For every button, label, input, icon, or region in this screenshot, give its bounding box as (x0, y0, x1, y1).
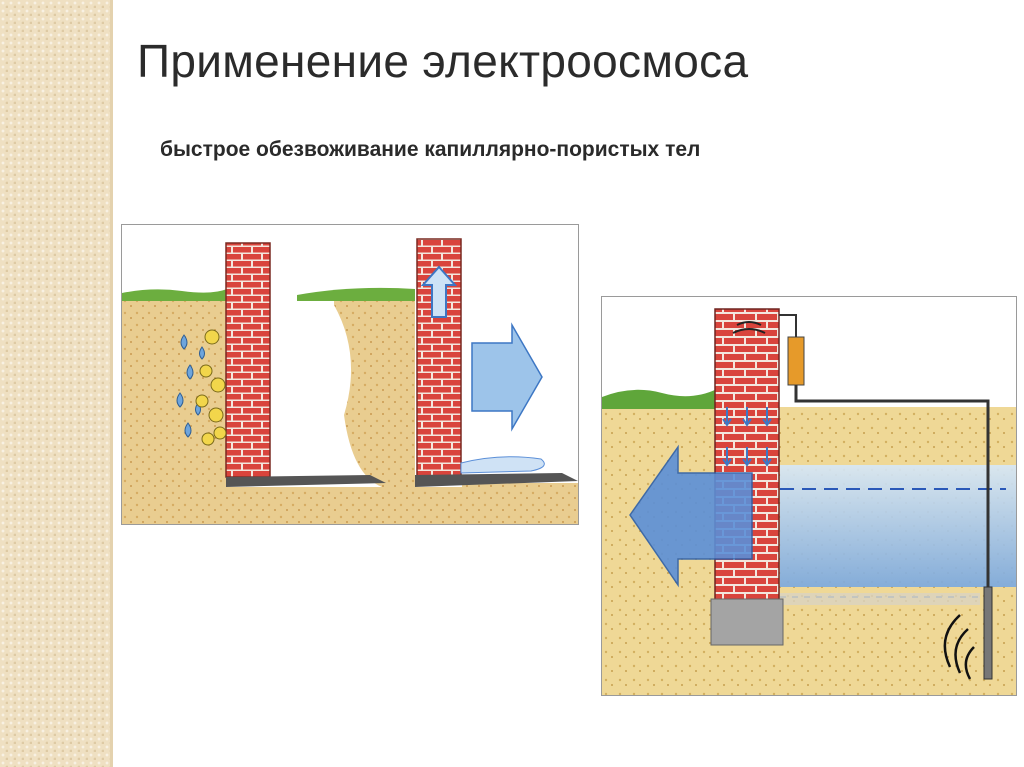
slide-title: Применение электроосмоса (137, 34, 748, 88)
grass (602, 389, 717, 409)
sidebar-divider (110, 0, 113, 767)
slide-subtitle: быстрое обезвоживание капиллярно-пористы… (160, 138, 700, 162)
groundwater (780, 465, 1016, 587)
drain-line (780, 593, 982, 605)
illustration-wall-comparison (121, 224, 579, 525)
control-box-icon (779, 315, 804, 385)
right-arrow-icon (472, 325, 542, 429)
illustration-electroosmosis-installation (601, 296, 1017, 696)
decorative-sidebar (0, 0, 110, 767)
